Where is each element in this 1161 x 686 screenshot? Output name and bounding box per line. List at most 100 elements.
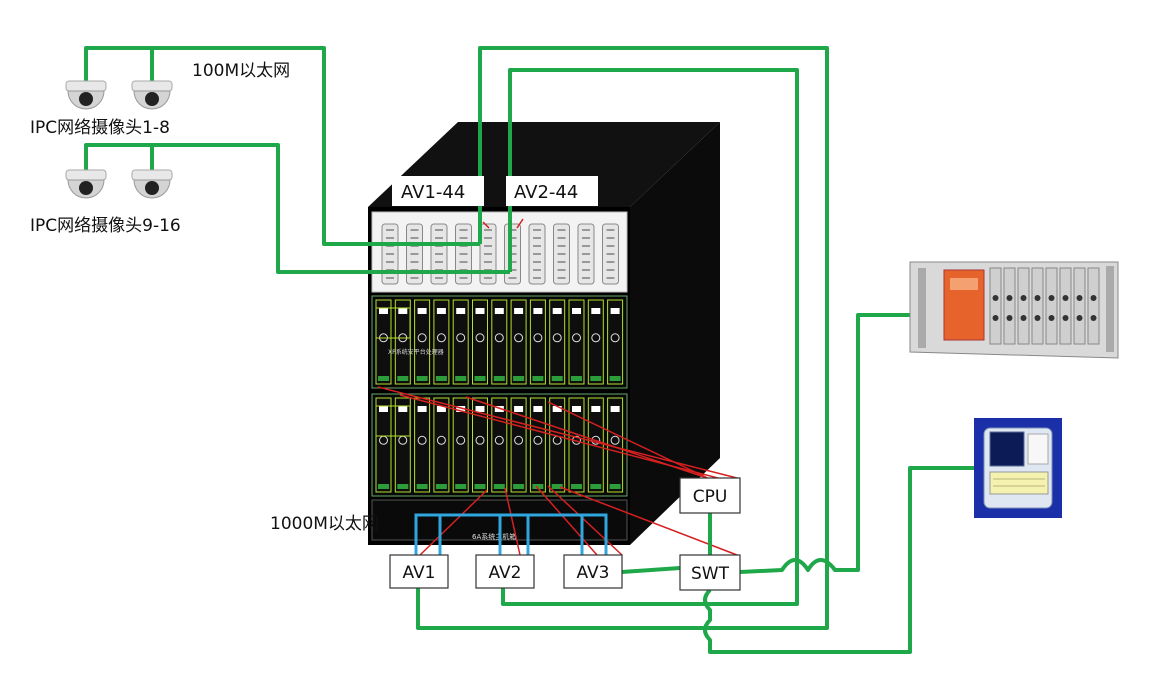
av2-box	[475, 554, 535, 589]
cpu-signal-4	[547, 401, 738, 493]
ethernet-100m-label: 100M以太网	[192, 61, 290, 81]
net-av3-swt	[621, 566, 681, 574]
dome-camera-icon	[131, 80, 173, 110]
av3-box	[563, 554, 623, 589]
net-cameras-9-16	[84, 143, 510, 274]
card-terminal	[397, 376, 409, 381]
card-label-slot	[610, 406, 620, 412]
card-terminal	[474, 484, 486, 489]
rack-module	[1003, 267, 1016, 345]
card-terminal	[532, 484, 544, 489]
card-port	[456, 333, 466, 343]
card-label-slot	[514, 406, 524, 412]
card-port	[494, 333, 504, 343]
card-port	[475, 333, 485, 343]
rack-right-ear	[1106, 266, 1114, 352]
signal-lines	[377, 218, 738, 556]
node-swt: SWT	[679, 554, 741, 591]
card-port	[514, 333, 524, 343]
rack-module	[989, 267, 1002, 345]
monitor-keypad	[989, 471, 1049, 495]
card-label-slot	[494, 406, 504, 412]
card-terminal	[378, 484, 389, 489]
dome-camera-icon	[65, 169, 107, 199]
rack-module-port	[1048, 315, 1055, 321]
card-terminal	[493, 484, 505, 489]
monitor-terminal-device	[974, 418, 1062, 518]
av1-label: AV1	[403, 563, 436, 583]
card-label-slot	[456, 406, 466, 412]
card-port	[417, 333, 427, 343]
card-terminal	[435, 376, 447, 381]
net-swt-monitor	[703, 466, 975, 654]
cabinet-side	[630, 122, 720, 545]
card-terminal	[590, 484, 602, 489]
rack-modules	[989, 267, 1100, 345]
av2-44-label: AV2-44	[514, 182, 578, 203]
av2-44-box	[506, 176, 598, 206]
card-terminal	[571, 376, 582, 381]
card-port	[610, 333, 620, 343]
card-terminal	[571, 484, 582, 489]
io-card	[491, 397, 508, 493]
swt-box	[679, 554, 741, 591]
rack-module	[1031, 267, 1044, 345]
camera-group	[65, 80, 173, 199]
bus-main	[414, 513, 608, 555]
dome-camera-icon	[65, 80, 107, 110]
rack-module	[1059, 267, 1072, 345]
cpu-signal-2	[399, 394, 738, 484]
card-port	[456, 435, 466, 445]
rack-module-port	[1090, 295, 1097, 301]
io-card	[568, 397, 585, 493]
card-terminal	[493, 376, 505, 381]
card-label-slot	[379, 406, 388, 412]
card-label-slot	[494, 308, 504, 314]
io-card	[452, 397, 469, 493]
card-label-slot	[475, 406, 485, 412]
av1-44-box	[392, 176, 484, 206]
av2-44-tag: AV2-44	[506, 176, 598, 206]
av1-44-pointer	[482, 221, 490, 229]
cpu-label: CPU	[693, 487, 728, 507]
rack-module-port	[992, 295, 999, 301]
card-terminal	[513, 484, 525, 489]
camera-group-2-label: IPC网络摄像头9-16	[30, 216, 181, 236]
card-label-slot	[475, 308, 485, 314]
card-terminal	[397, 484, 409, 489]
rack-module	[1087, 267, 1100, 345]
io-card	[549, 397, 566, 493]
rack-module-port	[1034, 295, 1041, 301]
card-terminal	[513, 376, 525, 381]
swt-label: SWT	[691, 564, 730, 584]
av1-box	[389, 554, 449, 589]
av2-signal	[504, 487, 521, 556]
av1-signal	[419, 489, 488, 556]
camera-base	[131, 80, 173, 92]
card-port	[572, 333, 581, 343]
io-card	[510, 397, 527, 493]
cpu-signal-3	[465, 396, 738, 489]
io-card	[529, 397, 546, 493]
network-lines	[84, 46, 975, 654]
rack-module-port	[1062, 315, 1069, 321]
io-card	[414, 397, 431, 493]
av2-44-pointer	[516, 218, 524, 229]
bus-lines	[414, 513, 608, 555]
card-port	[591, 333, 601, 343]
card-port	[610, 435, 620, 445]
io-card	[472, 397, 488, 493]
dome-camera-icon	[131, 169, 173, 199]
card-label-slot	[591, 406, 601, 412]
rack-module	[1045, 267, 1058, 345]
net-cameras-1-8	[84, 46, 480, 246]
camera-lens	[145, 181, 159, 195]
card-label-slot	[514, 308, 524, 314]
camera-lens	[79, 92, 93, 106]
monitor-side-panel	[1027, 433, 1049, 465]
net-swt-rack	[739, 313, 912, 574]
card-terminal	[590, 376, 602, 381]
rack-module-port	[1006, 295, 1013, 301]
card-terminal	[416, 376, 428, 381]
upper-cards	[375, 299, 624, 385]
